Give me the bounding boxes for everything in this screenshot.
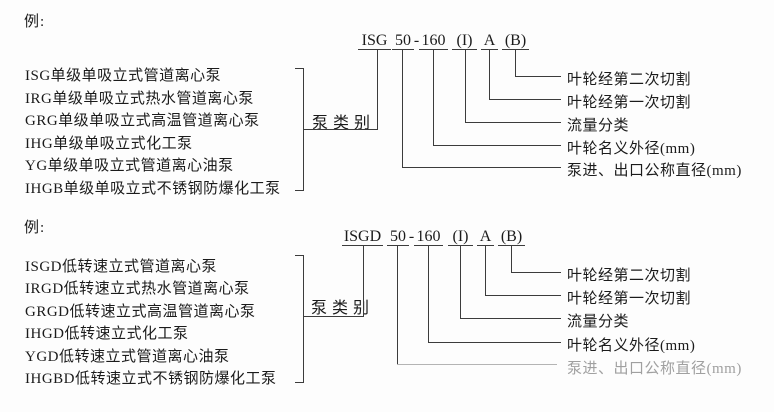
connector-hline-first-cut — [485, 295, 561, 296]
code-segment-inlet: 50 — [387, 228, 409, 246]
connector-vline-flow — [465, 50, 466, 123]
category-label: 泵类别 — [311, 300, 375, 317]
code-segment-second-cut: (B) — [498, 228, 525, 246]
code-segment-flow: (I) — [452, 32, 477, 50]
category-bracket-vline — [303, 255, 304, 383]
connector-hline-impeller — [433, 145, 561, 146]
pump-type-item: IHGD低转速立式化工泵 — [25, 326, 189, 342]
code-segment-first-cut: A — [481, 32, 498, 50]
connector-hline-flow — [460, 318, 561, 319]
category-connector-vline — [363, 246, 364, 317]
legend-label: 泵进、出口公称直径(mm) — [567, 361, 742, 377]
category-bracket-tick-top — [295, 255, 304, 256]
pump-type-item: YG单级单吸立式管道离心油泵 — [25, 158, 234, 174]
connector-vline-flow — [460, 246, 461, 319]
legend-label: 泵进、出口公称直径(mm) — [567, 163, 742, 179]
connector-vline-inlet — [402, 50, 403, 168]
code-segment-impeller: 160 — [419, 32, 448, 50]
example-label: 例: — [24, 14, 46, 30]
pump-type-item: IHGB单级单吸立式不锈钢防爆化工泵 — [25, 181, 281, 197]
connector-vline-second-cut — [511, 246, 512, 273]
legend-label: 叶轮经第一次切割 — [567, 291, 692, 307]
pump-type-item: GRG单级单吸立式高温管道离心泵 — [25, 113, 260, 129]
connector-hline-first-cut — [489, 99, 561, 100]
connector-vline-first-cut — [485, 246, 486, 296]
pump-type-item: ISG单级单吸立式管道离心泵 — [25, 68, 222, 84]
code-segment-impeller: 160 — [414, 228, 443, 246]
connector-hline-second-cut — [511, 272, 561, 273]
code-segment-second-cut: (B) — [502, 32, 529, 50]
category-bracket-tick-bottom — [295, 190, 304, 191]
legend-label: 叶轮名义外径(mm) — [567, 338, 696, 354]
category-connector-hline — [303, 129, 378, 130]
category-bracket-tick-bottom — [295, 382, 304, 383]
code-segment-dash: - — [408, 228, 415, 245]
pump-type-item: GRGD低转速立式高温管道离心泵 — [25, 304, 256, 320]
connector-vline-impeller — [433, 50, 434, 146]
legend-label: 流量分类 — [567, 314, 630, 330]
connector-vline-second-cut — [515, 50, 516, 77]
pump-type-item: ISGD低转速立式管道离心泵 — [25, 259, 218, 275]
code-segment-series: ISGD — [342, 228, 383, 246]
connector-hline-second-cut — [515, 76, 561, 77]
code-segment-series: ISG — [358, 32, 391, 50]
connector-hline-inlet — [397, 364, 557, 365]
category-connector-vline — [377, 50, 378, 130]
code-segment-dash: - — [413, 32, 420, 49]
connector-vline-first-cut — [489, 50, 490, 100]
connector-vline-inlet — [397, 246, 398, 365]
connector-hline-impeller — [428, 342, 561, 343]
connector-vline-impeller — [428, 246, 429, 343]
pump-type-item: IRG单级单吸立式热水管道离心泵 — [25, 91, 254, 107]
legend-label: 叶轮经第二次切割 — [567, 268, 692, 284]
legend-label: 叶轮经第一次切割 — [567, 95, 692, 111]
pump-type-item: IRGD低转速立式热水管道离心泵 — [25, 281, 250, 297]
code-segment-inlet: 50 — [392, 32, 414, 50]
example-label: 例: — [24, 220, 46, 236]
pump-type-item: IHG单级单吸立式化工泵 — [25, 136, 193, 152]
category-connector-hline — [303, 316, 364, 317]
legend-label: 叶轮名义外径(mm) — [567, 141, 696, 157]
code-segment-flow: (I) — [448, 228, 473, 246]
legend-label: 流量分类 — [567, 118, 630, 134]
connector-hline-inlet — [402, 167, 561, 168]
pump-type-item: IHGBD低转速立式不锈钢防爆化工泵 — [25, 371, 277, 387]
category-label: 泵类别 — [312, 115, 376, 132]
connector-hline-flow — [465, 122, 561, 123]
legend-label: 叶轮经第二次切割 — [567, 72, 692, 88]
category-bracket-tick-top — [295, 68, 304, 69]
code-segment-first-cut: A — [477, 228, 494, 246]
pump-type-item: YGD低转速立式管道离心油泵 — [25, 349, 230, 365]
